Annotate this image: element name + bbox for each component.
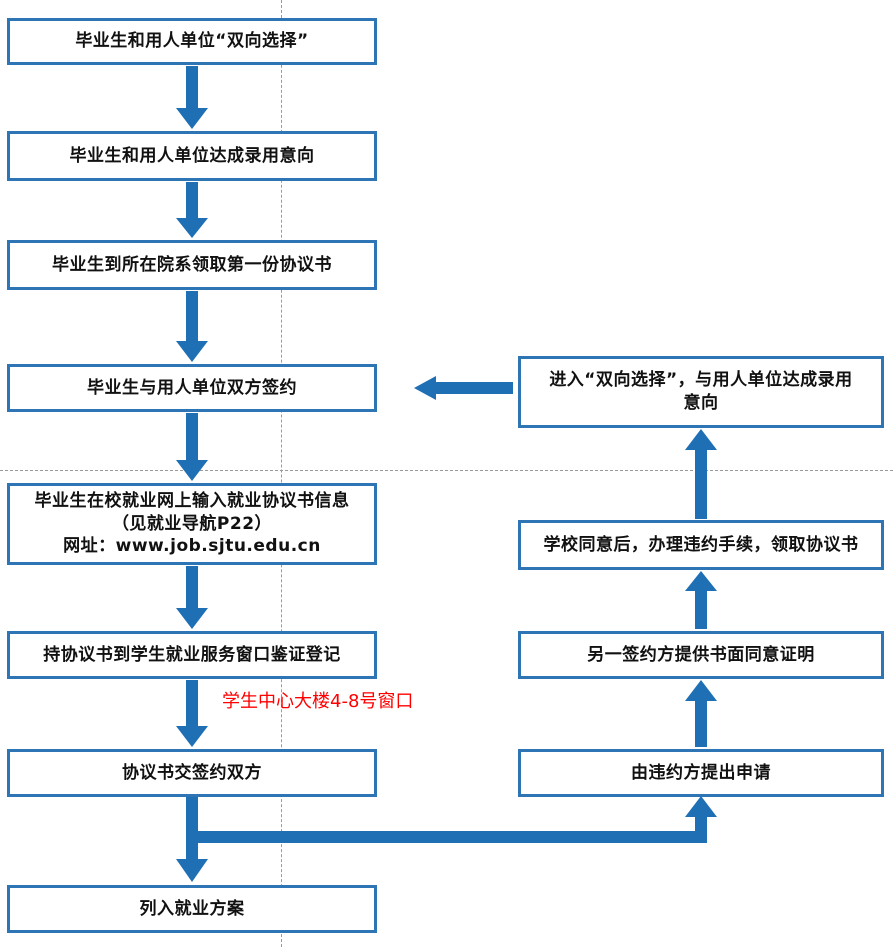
process-box-l4[interactable]: 毕业生与用人单位双方签约: [7, 364, 377, 412]
process-box-l6[interactable]: 持协议书到学生就业服务窗口鉴证登记: [7, 631, 377, 679]
arrow-down-l5-l6: [172, 566, 212, 630]
process-box-l3-label: 毕业生到所在院系领取第一份协议书: [52, 254, 332, 275]
process-box-r1-label: 进入“双向选择”，与用人单位达成录用 意向: [529, 369, 873, 415]
arrow-up-r2-r1: [681, 429, 721, 520]
process-box-l3[interactable]: 毕业生到所在院系领取第一份协议书: [7, 240, 377, 290]
process-box-l5-label-line-3: 网址：www.job.sjtu.edu.cn: [63, 536, 321, 557]
process-box-l1-label: 毕业生和用人单位“双向选择”: [75, 31, 309, 52]
process-box-l1[interactable]: 毕业生和用人单位“双向选择”: [7, 18, 377, 65]
process-box-l5-label: 毕业生在校就业网上输入就业协议书信息 （见就业导航P22） 网址：www.job…: [18, 490, 366, 559]
arrow-down-l6-l7: [172, 680, 212, 748]
arrow-up-r4-r3: [681, 680, 721, 748]
process-box-l4-label: 毕业生与用人单位双方签约: [87, 377, 297, 398]
arrow-down-l3-l4: [172, 291, 212, 363]
arrow-left-r1-l4: [414, 373, 514, 403]
arrow-down-l2-l3: [172, 182, 212, 239]
guide-line-horizontal: [0, 470, 893, 471]
process-box-l2[interactable]: 毕业生和用人单位达成录用意向: [7, 131, 377, 181]
process-box-l5-label-line-2: （见就业导航P22）: [111, 513, 273, 534]
arrow-up-r3-r2: [681, 571, 721, 630]
guide-line-vertical: [281, 0, 282, 947]
arrow-down-l4-l5: [172, 413, 212, 482]
arrow-down-l1-l2: [172, 66, 212, 130]
process-box-r3[interactable]: 另一签约方提供书面同意证明: [518, 631, 884, 679]
process-box-r2-label: 学校同意后，办理违约手续，领取协议书: [543, 534, 859, 555]
process-box-r1-label-line-2: 意向: [683, 393, 719, 413]
process-box-l8[interactable]: 列入就业方案: [7, 885, 377, 933]
process-box-r2[interactable]: 学校同意后，办理违约手续，领取协议书: [518, 520, 884, 570]
process-box-r3-label: 另一签约方提供书面同意证明: [587, 644, 815, 665]
process-box-l2-label: 毕业生和用人单位达成录用意向: [69, 145, 315, 166]
process-box-r1-label-line-1: 进入“双向选择”，与用人单位达成录用: [549, 370, 853, 391]
process-box-l7-label: 协议书交签约双方: [122, 762, 262, 783]
process-box-l8-label: 列入就业方案: [139, 898, 245, 919]
arrow-branch-l7-l8-r4: [172, 796, 732, 887]
process-box-r4[interactable]: 由违约方提出申请: [518, 749, 884, 797]
process-box-r1[interactable]: 进入“双向选择”，与用人单位达成录用 意向: [518, 356, 884, 428]
annotation-service-window: 学生中心大楼4-8号窗口: [222, 691, 414, 712]
process-box-l5-label-line-1: 毕业生在校就业网上输入就业协议书信息: [34, 490, 350, 511]
process-box-l7[interactable]: 协议书交签约双方: [7, 749, 377, 797]
process-box-l6-label: 持协议书到学生就业服务窗口鉴证登记: [43, 644, 341, 665]
process-box-r4-label: 由违约方提出申请: [631, 762, 771, 783]
process-box-l5[interactable]: 毕业生在校就业网上输入就业协议书信息 （见就业导航P22） 网址：www.job…: [7, 483, 377, 565]
